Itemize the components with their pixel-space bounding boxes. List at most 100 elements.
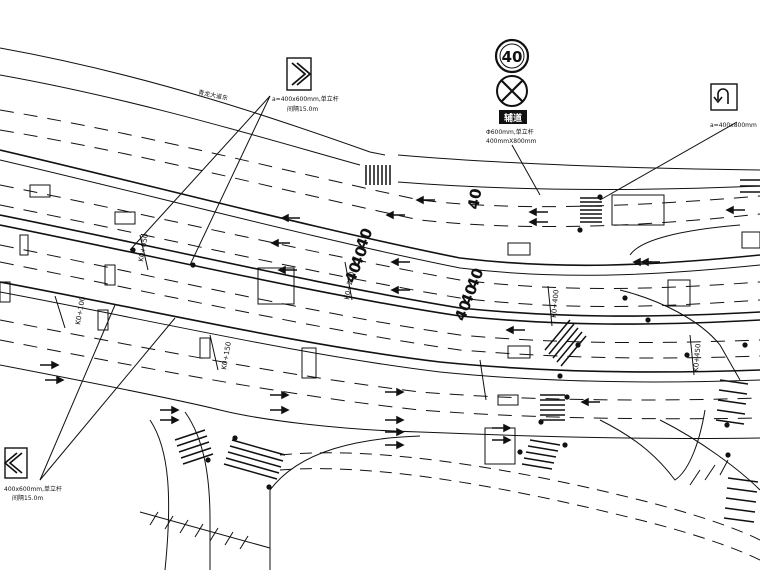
speed-limit-value: 40 bbox=[502, 48, 523, 66]
chevron-sign-top bbox=[286, 57, 312, 91]
equipment-box bbox=[301, 347, 317, 379]
sign-post-marker bbox=[517, 449, 523, 455]
equipment-box bbox=[667, 279, 691, 307]
equipment-box bbox=[19, 234, 29, 256]
road-edge-north bbox=[0, 47, 386, 156]
station-label: K0+450 bbox=[692, 343, 702, 372]
lane-arrow bbox=[505, 325, 525, 335]
equipment-box bbox=[741, 231, 760, 249]
crosswalk-right-top bbox=[580, 197, 602, 223]
sign-post-marker bbox=[577, 227, 583, 233]
lane-arrow bbox=[160, 415, 180, 425]
equipment-box bbox=[199, 337, 211, 359]
crosswalk-top bbox=[365, 165, 391, 185]
crosswalk-bottom-left bbox=[223, 439, 286, 480]
chevron-right-icon bbox=[291, 62, 312, 86]
lane-arrow bbox=[40, 360, 60, 370]
equipment-box bbox=[257, 267, 295, 305]
sign-post-marker bbox=[130, 247, 136, 253]
station-label: K0+100 bbox=[74, 296, 87, 325]
sign-post-marker bbox=[205, 457, 211, 463]
crosswalks bbox=[149, 165, 760, 550]
lane-arrow bbox=[385, 415, 405, 425]
lane-arrow bbox=[580, 397, 600, 407]
equipment-box bbox=[97, 309, 109, 331]
sign-post-marker bbox=[190, 262, 196, 268]
equipment-box bbox=[0, 281, 11, 303]
lane-arrow bbox=[270, 405, 290, 415]
lane-arrow bbox=[160, 405, 180, 415]
station-label: K0+050 bbox=[137, 233, 150, 262]
lane-line-dash-6 bbox=[0, 261, 760, 359]
road-edge-north-3 bbox=[397, 154, 760, 171]
equipment-box bbox=[497, 394, 519, 406]
lane-arrow bbox=[492, 435, 512, 445]
lane-arrows bbox=[40, 195, 745, 450]
sign-post-marker bbox=[725, 452, 731, 458]
station-label: K0+150 bbox=[220, 341, 233, 370]
hatch-ground bbox=[149, 459, 729, 550]
centerline-2 bbox=[0, 224, 760, 325]
crosswalk-bottom-mid bbox=[521, 439, 561, 470]
sign-posts bbox=[130, 194, 748, 490]
median-line-3 bbox=[0, 281, 760, 373]
sign-post-marker bbox=[266, 484, 272, 490]
lane-line-dash-3 bbox=[0, 184, 760, 289]
crosswalk-center bbox=[544, 319, 587, 367]
equipment-box bbox=[29, 184, 51, 198]
lane-arrow bbox=[385, 427, 405, 437]
lane-line-dash-5 bbox=[0, 244, 760, 344]
centerline-1 bbox=[0, 214, 760, 317]
station-ticks bbox=[54, 234, 695, 401]
road-lines bbox=[0, 47, 760, 570]
chevron-sign-bottom bbox=[3, 447, 28, 479]
speed-limit-circle bbox=[494, 38, 530, 74]
station-label: K0+400 bbox=[550, 289, 560, 318]
sign-post-marker bbox=[232, 435, 238, 441]
lane-line-dash-2 bbox=[0, 129, 760, 228]
hatch-base bbox=[139, 511, 271, 549]
leader-line-1 bbox=[129, 95, 271, 251]
sign-post-marker bbox=[597, 194, 603, 200]
speed-sign-spec: Φ600mm,单立杆 bbox=[486, 128, 534, 136]
south-edge-dash-2 bbox=[279, 468, 760, 561]
lane-arrow bbox=[270, 238, 290, 248]
sign-spec-top-left: a=400x600mm,单立杆 bbox=[272, 95, 339, 103]
island-right-3 bbox=[619, 289, 741, 381]
sign-post-marker bbox=[684, 352, 690, 358]
side-road-right-1 bbox=[269, 435, 421, 491]
lane-line-dash-4 bbox=[0, 204, 760, 307]
u-turn-icon bbox=[713, 88, 729, 104]
crosswalk-right-bottom bbox=[715, 379, 759, 523]
equipment-box bbox=[611, 194, 665, 226]
lane-arrow bbox=[385, 210, 405, 220]
sign-post-marker bbox=[562, 442, 568, 448]
u-turn-sign bbox=[710, 83, 738, 111]
lane-line-dash-1 bbox=[0, 109, 760, 208]
sign-post-marker bbox=[538, 419, 544, 425]
lane-arrow bbox=[390, 257, 410, 267]
sign-post-marker bbox=[724, 422, 730, 428]
leader-line-4 bbox=[39, 317, 176, 481]
sign-post-marker bbox=[742, 342, 748, 348]
road-edge-north-2 bbox=[0, 74, 361, 166]
speed-leader bbox=[511, 144, 541, 196]
lane-arrow bbox=[725, 205, 745, 215]
median-line-4 bbox=[0, 291, 760, 383]
median-line-2 bbox=[0, 159, 760, 276]
leader-line-2 bbox=[189, 95, 271, 266]
chevron-left-icon bbox=[3, 452, 23, 474]
side-road-left-1 bbox=[149, 419, 170, 570]
lane-arrow bbox=[280, 213, 300, 223]
side-road-left-2 bbox=[184, 411, 211, 570]
cross-icon bbox=[501, 80, 523, 102]
lane-arrow bbox=[385, 440, 405, 450]
sign-spacing-bottom-left: 间隔15.0m bbox=[12, 494, 43, 502]
sign-post-marker bbox=[622, 295, 628, 301]
auxiliary-plate: 辅道 bbox=[499, 110, 527, 124]
lane-arrow bbox=[415, 195, 435, 205]
equipment-box bbox=[507, 345, 531, 359]
equipment-box bbox=[114, 211, 136, 225]
